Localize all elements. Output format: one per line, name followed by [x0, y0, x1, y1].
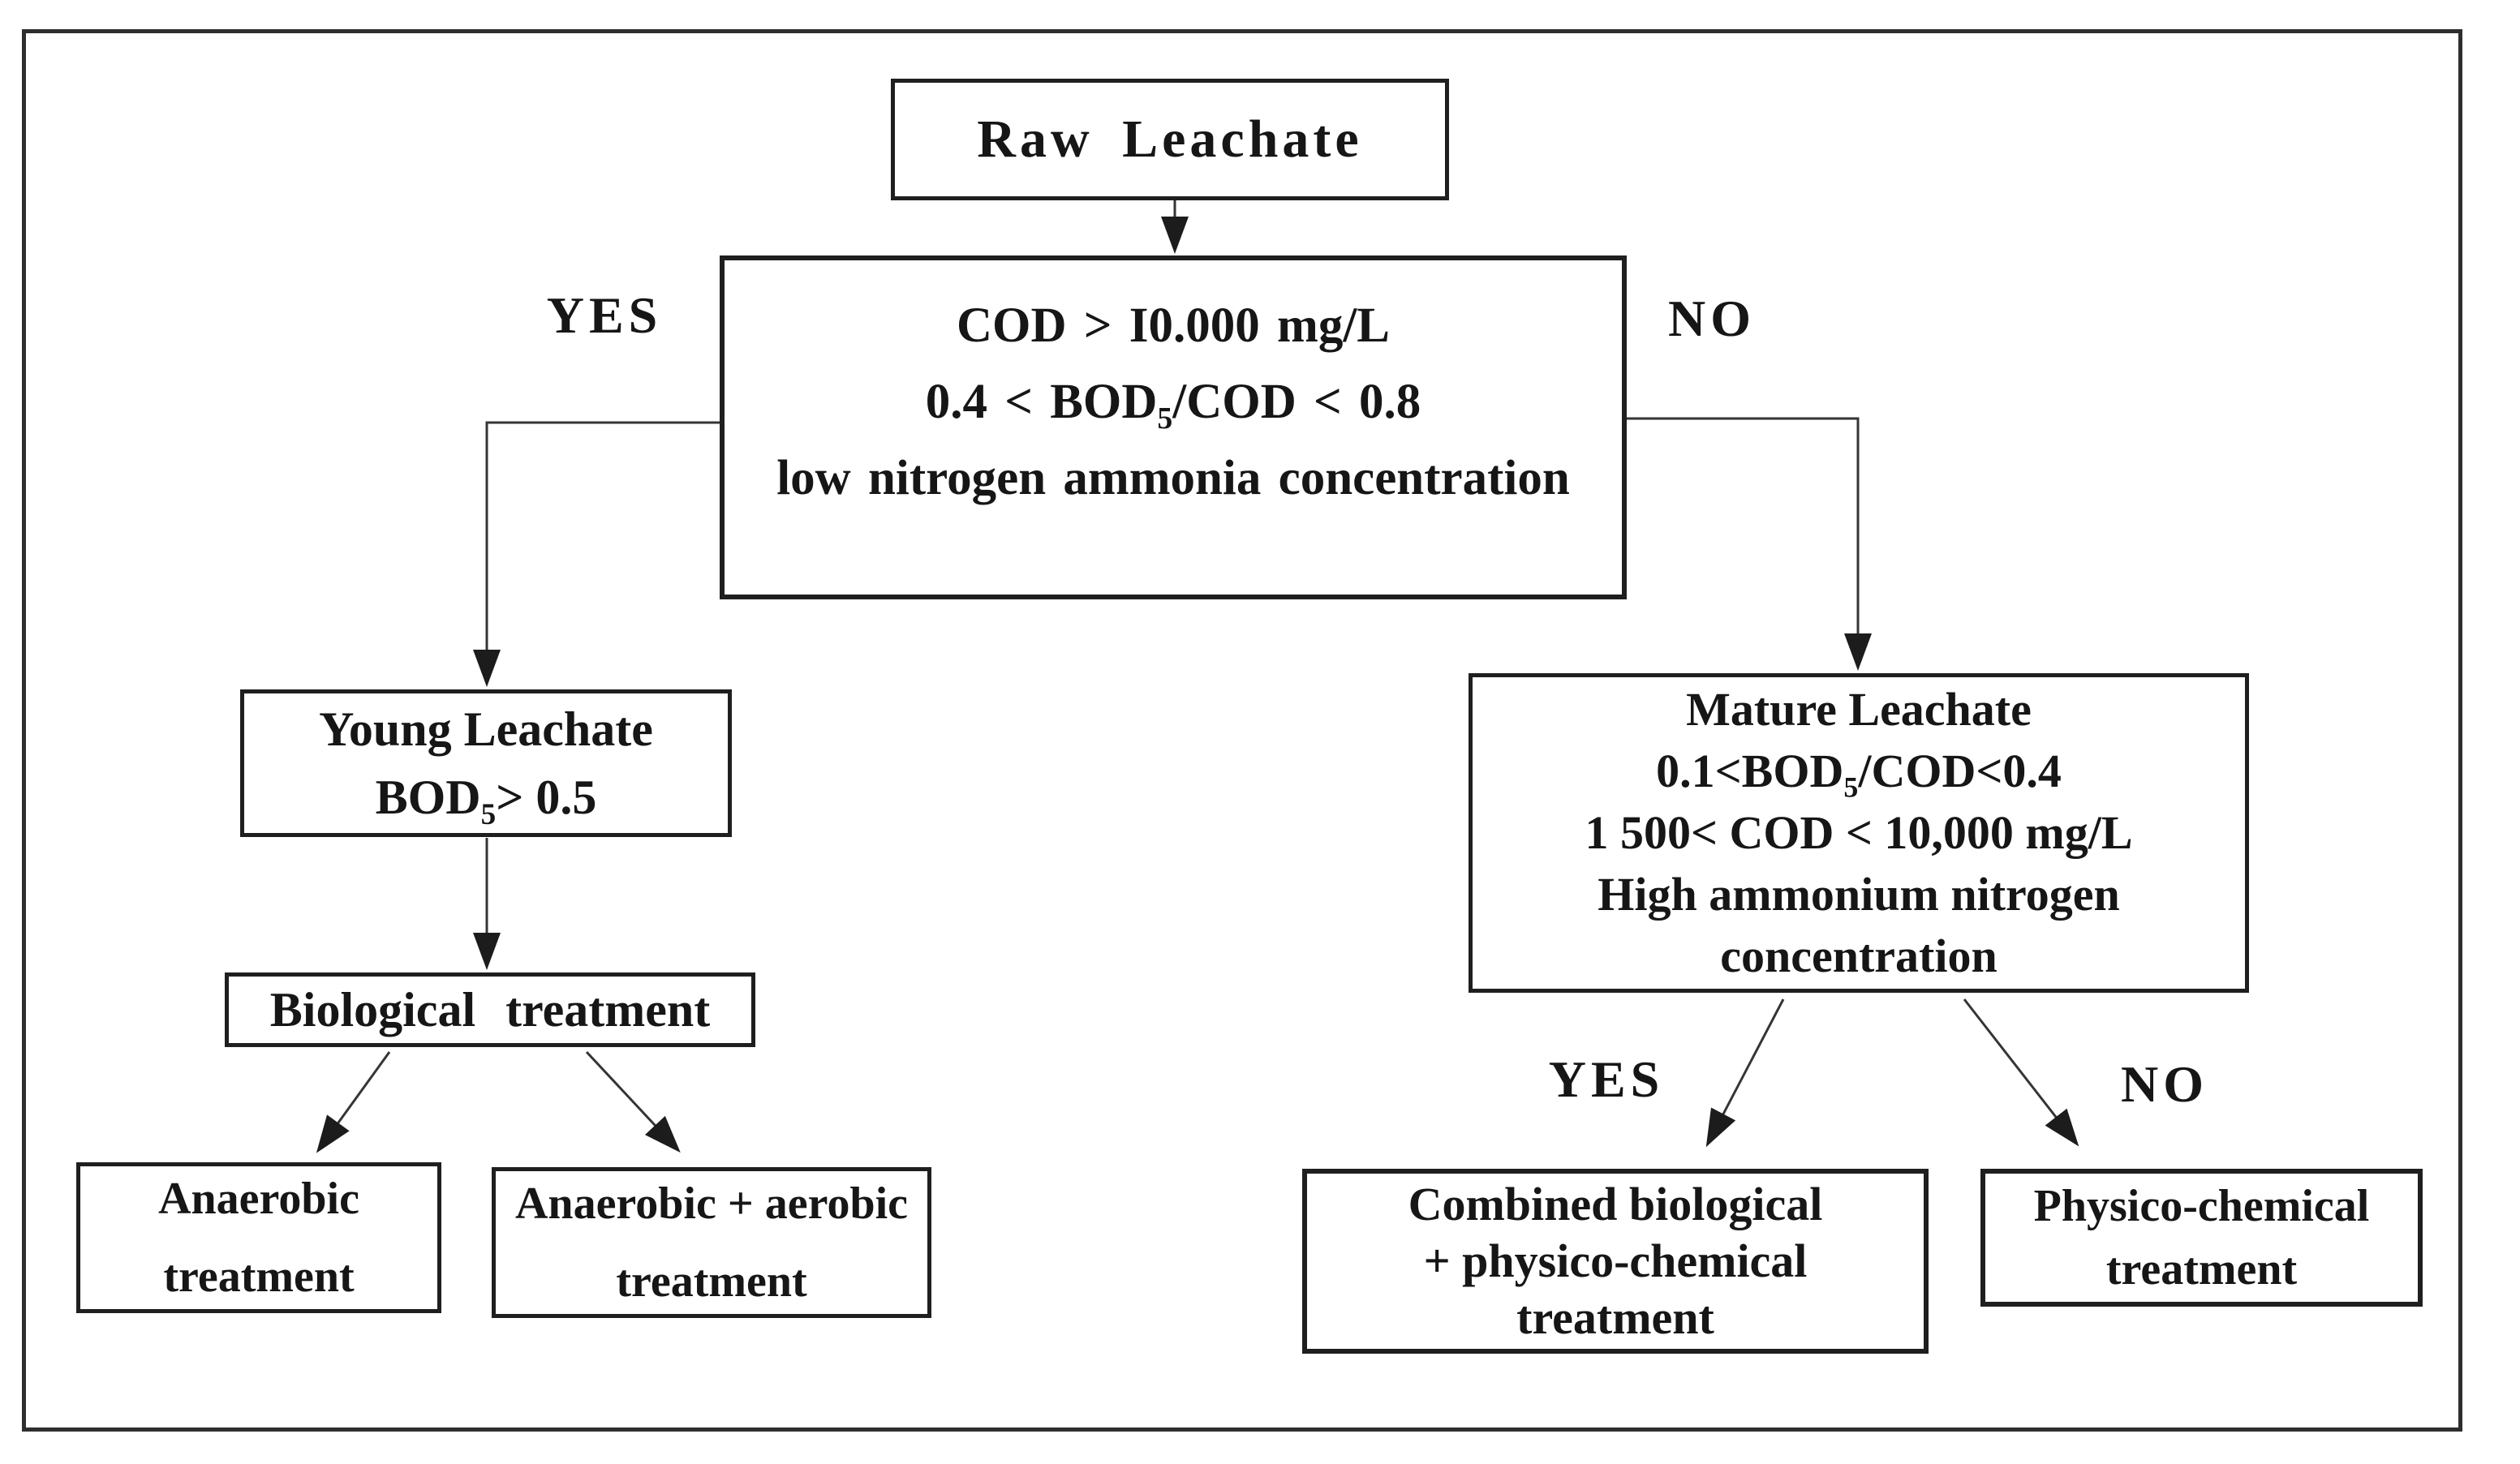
physico-line-2: treatment: [2105, 1244, 2298, 1294]
anaerobic-aerobic-line-2: treatment: [616, 1256, 807, 1307]
edge-label-no-top: NO: [1668, 290, 1756, 347]
edge-label-yes-bottom: YES: [1548, 1050, 1665, 1108]
mature-line-ammonium-1: High ammonium nitrogen: [1598, 868, 2120, 921]
young-line-title: Young Leachate: [319, 702, 653, 756]
node-physico-chemical-treatment: Physico-chemical treatment: [1980, 1169, 2423, 1307]
combined-line-2: + physico-chemical: [1423, 1234, 1808, 1287]
node-anaerobic-aerobic-treatment: Anaerobic + aerobic treatment: [492, 1167, 931, 1318]
edge-mature-yes-to-combined: [1705, 998, 1785, 1148]
node-mature-leachate: Mature Leachate 0.1<BOD5/COD<0.4 1 500< …: [1469, 673, 2249, 993]
edge-label-yes-top: YES: [546, 286, 663, 344]
outer-border: [22, 29, 2462, 1432]
edge-biological-to-anaerobic-aerobic: [585, 1050, 681, 1153]
node-criteria-decision: COD > I0.000 mg/L 0.4 < BOD5/COD < 0.8 l…: [720, 255, 1627, 599]
combined-line-1: Combined biological: [1408, 1178, 1823, 1230]
node-young-leachate: Young Leachate BOD5> 0.5: [240, 689, 732, 837]
anaerobic-line-1: Anaerobic: [158, 1174, 359, 1224]
edge-criteria-yes-to-young: [473, 421, 720, 687]
combined-line-3: treatment: [1516, 1291, 1714, 1344]
mature-line-title: Mature Leachate: [1686, 683, 2032, 736]
criteria-line-bod-ratio: 0.4 < BOD5/COD < 0.8: [925, 375, 1421, 436]
node-raw-leachate-label: Raw Leachate: [977, 109, 1363, 169]
edge-label-no-bottom: NO: [2121, 1055, 2208, 1113]
mature-line-bod-ratio: 0.1<BOD5/COD<0.4: [1656, 745, 2062, 804]
node-biological-treatment: Biological treatment: [225, 972, 755, 1047]
criteria-line-ammonia: low nitrogen ammonia concentration: [776, 451, 1570, 505]
anaerobic-aerobic-line-1: Anaerobic + aerobic: [514, 1178, 908, 1229]
node-combined-treatment: Combined biological + physico-chemical t…: [1302, 1169, 1929, 1354]
criteria-line-cod: COD > I0.000 mg/L: [957, 298, 1390, 353]
node-anaerobic-treatment: Anaerobic treatment: [76, 1162, 441, 1313]
physico-line-1: Physico-chemical: [2033, 1181, 2370, 1231]
young-line-bod: BOD5> 0.5: [375, 771, 597, 831]
mature-line-cod: 1 500< COD < 10,000 mg/L: [1585, 806, 2133, 859]
mature-line-ammonium-2: concentration: [1720, 929, 1998, 982]
edge-criteria-no-to-mature: [1627, 417, 1872, 671]
anaerobic-line-2: treatment: [163, 1251, 355, 1302]
node-raw-leachate: Raw Leachate: [891, 79, 1449, 200]
biological-label: Biological treatment: [269, 982, 711, 1037]
edge-mature-no-to-physico: [1963, 998, 2079, 1147]
edge-biological-to-anaerobic: [316, 1051, 391, 1153]
